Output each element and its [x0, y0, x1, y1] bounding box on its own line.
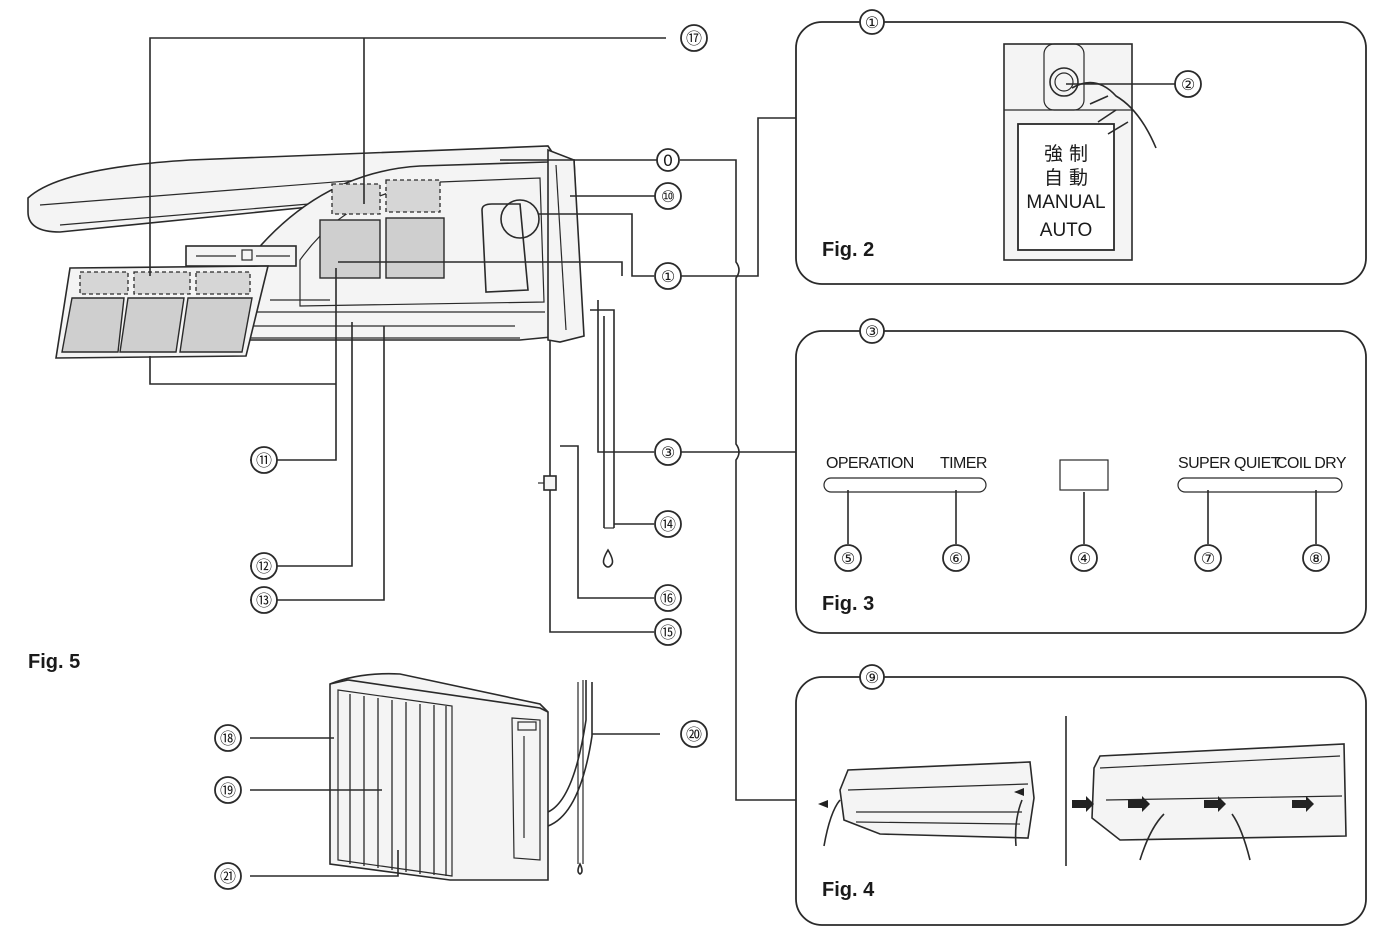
- callout-3-panel: ③: [859, 318, 885, 344]
- outdoor-unit: [329, 672, 593, 881]
- manual-auto-button-circle: [500, 199, 540, 239]
- fig2-title: Fig. 2: [822, 239, 874, 261]
- callout-7: ⑦: [1194, 544, 1222, 572]
- svg-text:⑤: ⑤: [841, 549, 855, 568]
- callout-1-panel: ①: [859, 9, 885, 35]
- svg-text:⑫: ⑫: [256, 557, 272, 576]
- fig4-left-sketch: [818, 761, 1035, 847]
- svg-text:⑳: ⑳: [686, 725, 702, 744]
- callout-14: ⑭: [654, 510, 682, 538]
- fig4-right-sketch: [1072, 743, 1347, 861]
- fig2-kanji-line2: 自 動: [1044, 167, 1088, 189]
- callout-0: 0: [656, 148, 680, 172]
- callout-11: ⑪: [250, 446, 278, 474]
- callout-16: ⑯: [654, 584, 682, 612]
- svg-text:④: ④: [1077, 549, 1091, 568]
- svg-text:①: ①: [661, 267, 675, 286]
- callout-4: ④: [1070, 544, 1098, 572]
- svg-text:⑩: ⑩: [661, 187, 675, 206]
- svg-text:③: ③: [661, 443, 675, 462]
- svg-text:⑯: ⑯: [660, 589, 676, 608]
- connection-cable: [538, 340, 557, 520]
- svg-text:⑬: ⑬: [256, 591, 272, 610]
- svg-text:0: 0: [663, 151, 673, 170]
- svg-text:①: ①: [865, 13, 879, 32]
- callout-13: ⑬: [250, 586, 278, 614]
- indicator-panel: [823, 459, 1343, 544]
- callout-15: ⑮: [654, 618, 682, 646]
- svg-text:③: ③: [865, 322, 879, 341]
- callout-8: ⑧: [1302, 544, 1330, 572]
- svg-text:⑥: ⑥: [949, 549, 963, 568]
- drain-hose: [590, 309, 615, 568]
- svg-text:⑧: ⑧: [1309, 549, 1323, 568]
- indoor-unit: [27, 145, 585, 359]
- callout-19: ⑲: [214, 776, 242, 804]
- callout-10: ⑩: [654, 182, 682, 210]
- manual-auto-button-closeup: [1003, 43, 1176, 261]
- callout-2: ②: [1174, 70, 1202, 98]
- fig5-title: Fig. 5: [28, 651, 80, 673]
- operation-label: OPERATION: [826, 455, 914, 472]
- callout-17: ⑰: [680, 24, 708, 52]
- super-quiet-label: SUPER QUIET: [1178, 455, 1281, 472]
- svg-text:⑦: ⑦: [1201, 549, 1215, 568]
- callout-6: ⑥: [942, 544, 970, 572]
- callout-5: ⑤: [834, 544, 862, 572]
- callout-9: ⑨: [859, 664, 885, 690]
- callout-18: ⑱: [214, 724, 242, 752]
- callout-12: ⑫: [250, 552, 278, 580]
- callout-20: ⑳: [680, 720, 708, 748]
- svg-text:⑲: ⑲: [220, 781, 236, 800]
- svg-text:⑮: ⑮: [660, 623, 676, 642]
- svg-text:⑪: ⑪: [256, 451, 272, 470]
- svg-text:②: ②: [1181, 75, 1195, 94]
- callout-1-main: ①: [654, 262, 682, 290]
- fig3-title: Fig. 3: [822, 593, 874, 615]
- svg-text:⑱: ⑱: [220, 729, 236, 748]
- fig2-kanji-line1: 強 制: [1044, 143, 1088, 165]
- callout-3-main: ③: [654, 438, 682, 466]
- svg-text:⑰: ⑰: [686, 29, 702, 48]
- callout-21: ㉑: [214, 862, 242, 890]
- svg-text:⑨: ⑨: [865, 668, 879, 687]
- fig3-panel: [795, 330, 1367, 634]
- fig2-auto-label: AUTO: [1040, 220, 1092, 241]
- fig4-title: Fig. 4: [822, 879, 875, 901]
- coil-dry-label: COIL DRY: [1276, 455, 1347, 472]
- svg-text:⑭: ⑭: [660, 515, 676, 534]
- svg-text:㉑: ㉑: [220, 867, 236, 886]
- fig2-manual-label: MANUAL: [1026, 192, 1105, 213]
- timer-label: TIMER: [940, 455, 987, 472]
